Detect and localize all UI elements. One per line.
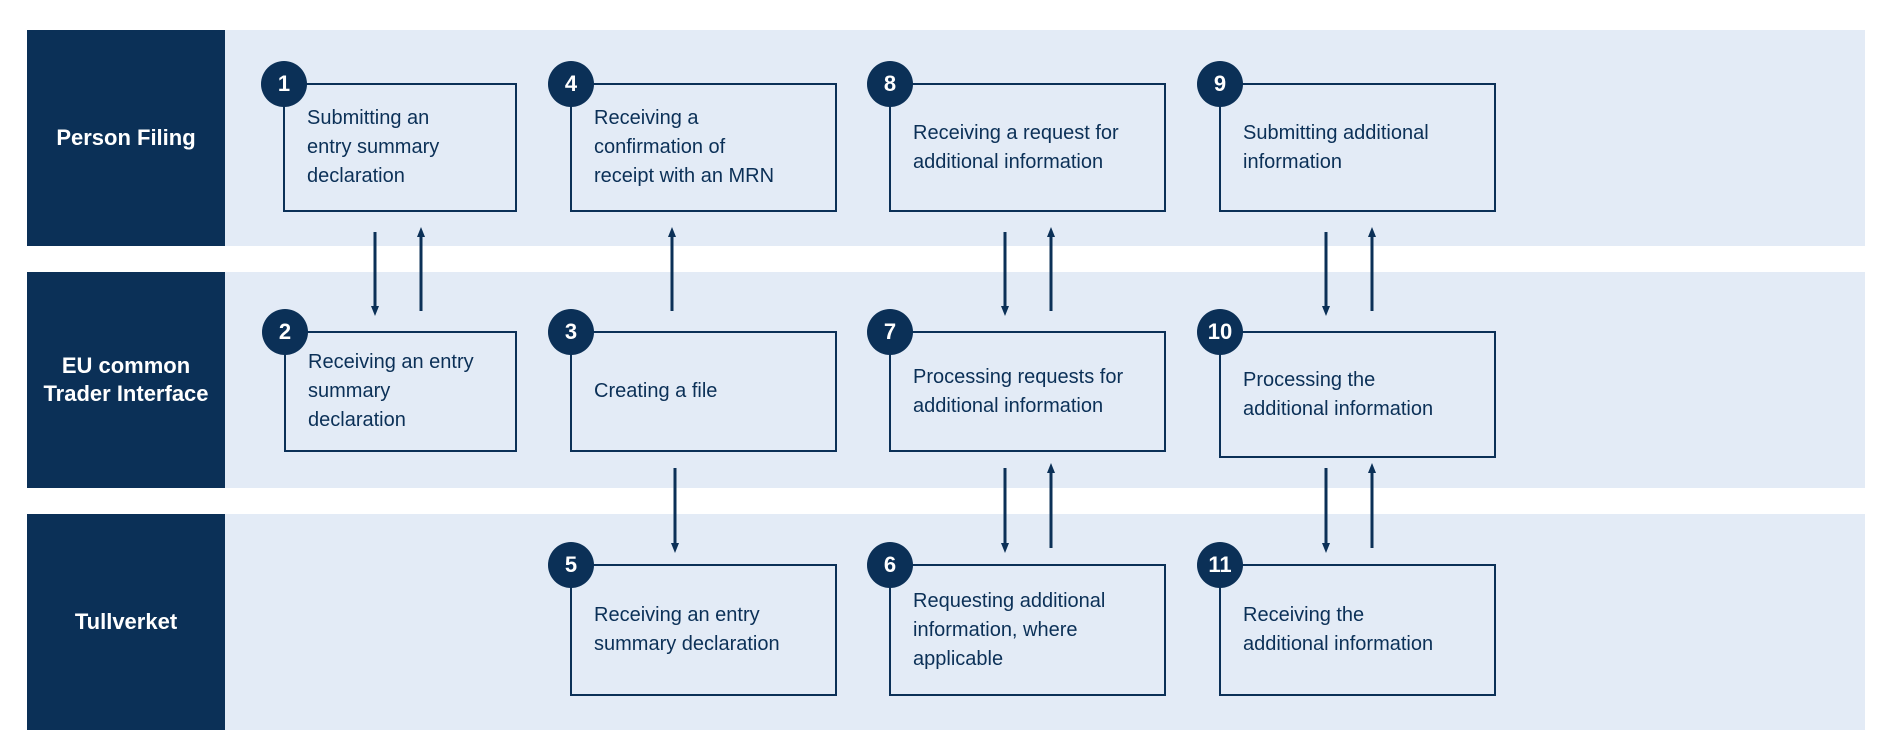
- step-10-number-badge: 10: [1197, 309, 1243, 355]
- step-11-number-badge: 11: [1197, 542, 1243, 588]
- lane-label-person-filing: Person Filing: [27, 30, 225, 246]
- step-1-number-badge: 1: [261, 61, 307, 107]
- step-7-number-badge: 7: [867, 309, 913, 355]
- step-2-box: Receiving an entry summary declaration: [284, 331, 517, 452]
- step-3-number-badge: 3: [548, 309, 594, 355]
- step-8-number-badge: 8: [867, 61, 913, 107]
- step-10-box: Processing the additional information: [1219, 331, 1496, 458]
- step-4-text: Receiving a confirmation of receipt with…: [594, 107, 775, 187]
- step-10-text: Processing the additional information: [1243, 368, 1434, 420]
- step-4-box: Receiving a confirmation of receipt with…: [570, 83, 837, 212]
- step-6-text: Requesting additional information, where…: [913, 589, 1106, 670]
- step-8-box: Receiving a request for additional infor…: [889, 83, 1166, 212]
- step-3-text: Creating a file: [594, 380, 718, 402]
- step-9-number-badge: 9: [1197, 61, 1243, 107]
- step-1-box: Submitting an entry summary declaration: [283, 83, 517, 212]
- step-11-box: Receiving the additional information: [1219, 564, 1496, 696]
- step-5-text: Receiving an entry summary declaration: [594, 604, 780, 655]
- step-2-text: Receiving an entry summary declaration: [308, 351, 474, 431]
- step-7-box: Processing requests for additional infor…: [889, 331, 1166, 452]
- step-1-text: Submitting an entry summary declaration: [307, 107, 440, 187]
- step-9-box: Submitting additional information: [1219, 83, 1496, 212]
- step-5-box: Receiving an entry summary declaration: [570, 564, 837, 696]
- step-8-text: Receiving a request for additional infor…: [913, 121, 1119, 173]
- step-2-number-badge: 2: [262, 309, 308, 355]
- step-3-box: Creating a file: [570, 331, 837, 452]
- step-6-number-badge: 6: [867, 542, 913, 588]
- lane-label-tullverket: Tullverket: [27, 514, 225, 730]
- lane-label-eu-common-trader-interface: EU common Trader Interface: [27, 272, 225, 488]
- step-11-text: Receiving the additional information: [1243, 604, 1434, 655]
- step-7-text: Processing requests for additional infor…: [913, 365, 1124, 417]
- step-9-text: Submitting additional information: [1243, 121, 1429, 173]
- step-5-number-badge: 5: [548, 542, 594, 588]
- step-6-box: Requesting additional information, where…: [889, 564, 1166, 696]
- step-4-number-badge: 4: [548, 61, 594, 107]
